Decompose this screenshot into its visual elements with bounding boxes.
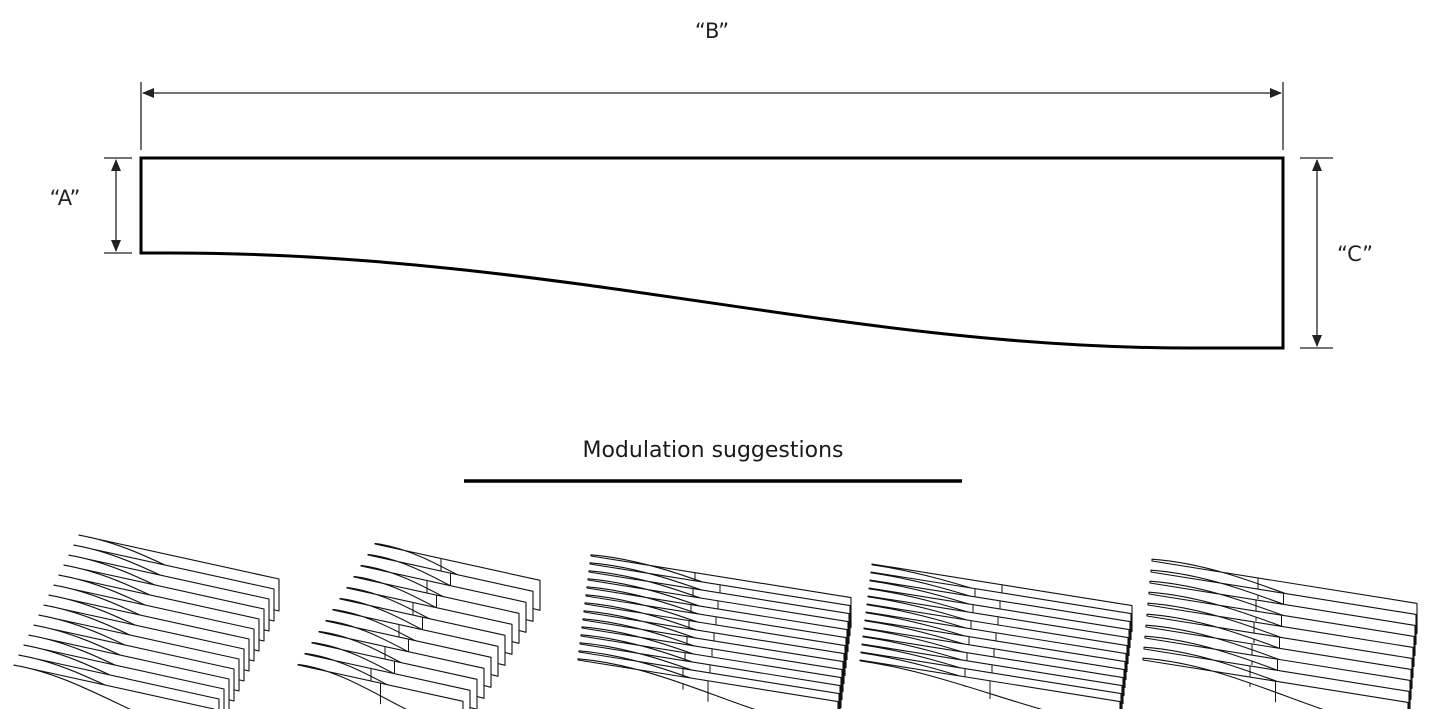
dimension-a: “A”: [50, 157, 132, 254]
modulation-option-3: [577, 554, 852, 709]
modulation-option-2: [297, 542, 541, 709]
modulation-option-4: [859, 563, 1133, 709]
modulation-option-1: [13, 534, 280, 709]
section-heading: Modulation suggestions: [582, 438, 843, 463]
label-c: “C”: [1337, 242, 1373, 266]
panel-profile-drawing: [139, 156, 1285, 350]
dimension-c: “C”: [1300, 157, 1373, 349]
dimension-b: “B”: [140, 19, 1284, 150]
label-a: “A”: [50, 186, 81, 210]
modulation-option-5: [1142, 558, 1418, 709]
label-b: “B”: [695, 19, 729, 43]
